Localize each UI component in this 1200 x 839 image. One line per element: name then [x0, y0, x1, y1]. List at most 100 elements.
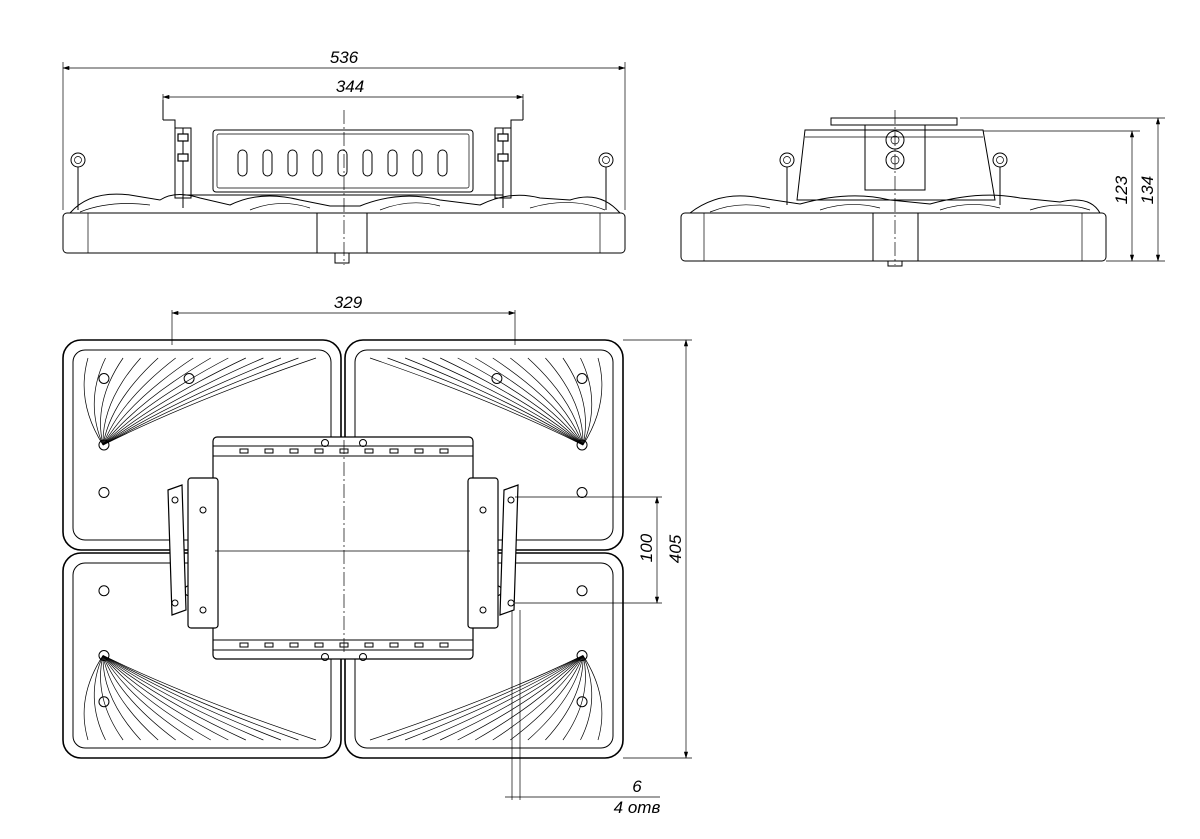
screw-hole — [98, 439, 110, 451]
edge-slot — [289, 642, 299, 648]
fin-line — [527, 655, 584, 741]
fin-line — [369, 655, 584, 741]
edge-slot — [239, 642, 249, 648]
screw-hole — [576, 487, 588, 498]
fin-line — [387, 357, 584, 446]
edge-slot — [239, 448, 249, 454]
fin-line — [457, 357, 584, 446]
driver-vent-slots — [237, 149, 448, 177]
fin-line — [102, 357, 264, 446]
edge-slot — [289, 448, 299, 454]
fin-line — [369, 357, 584, 446]
driver-edge-slots — [239, 448, 449, 648]
screw-hole — [98, 696, 110, 708]
fin-line — [102, 357, 159, 446]
edge-slot — [439, 642, 449, 648]
edge-slot — [264, 448, 274, 454]
screw-hole — [576, 696, 588, 708]
screw-hole — [98, 487, 110, 498]
plan-view: 329 — [62, 293, 692, 817]
fin-line — [527, 357, 584, 446]
edge-slot — [439, 448, 449, 454]
fin-line — [580, 655, 593, 741]
fin-line — [102, 655, 246, 741]
fin-line — [102, 357, 194, 446]
fin-line — [102, 655, 176, 741]
fin-line — [102, 655, 194, 741]
fin-line — [102, 357, 141, 446]
fin-line — [404, 357, 584, 446]
fin-line — [510, 357, 584, 446]
fin-line — [404, 655, 584, 741]
dim-123-label: 123 — [1112, 175, 1131, 204]
fin-line — [545, 655, 584, 741]
fin-line — [387, 655, 584, 741]
fin-line — [422, 357, 584, 446]
screw-hole — [98, 373, 110, 384]
screw-hole — [98, 650, 110, 661]
driver-body — [167, 436, 519, 661]
dim-536-label: 536 — [330, 48, 359, 67]
fin-line — [545, 357, 584, 446]
fin-line — [100, 655, 124, 741]
fin-line — [93, 655, 106, 741]
edge-slot — [264, 642, 274, 648]
fin-line — [102, 357, 229, 446]
dim-405-label: 405 — [666, 534, 685, 563]
fin-line — [102, 357, 211, 446]
fin-line — [580, 357, 593, 446]
fin-line — [510, 655, 584, 741]
edge-slot — [364, 448, 374, 454]
fin-line — [102, 655, 229, 741]
screw-hole — [576, 650, 588, 661]
fin-line — [83, 655, 104, 741]
dim-344-label: 344 — [336, 77, 364, 96]
edge-slot — [339, 642, 349, 648]
fin-line — [100, 357, 124, 446]
fin-line — [562, 655, 586, 741]
heatsink-fins — [83, 357, 603, 741]
edge-slot — [414, 642, 424, 648]
fin-line — [562, 357, 586, 446]
fin-line — [102, 655, 159, 741]
screw-hole — [98, 585, 110, 597]
edge-slot — [339, 448, 349, 454]
fin-line — [440, 357, 584, 446]
fin-line — [475, 655, 584, 741]
hole-diameter-label: 6 — [632, 777, 642, 796]
edge-slot — [314, 642, 324, 648]
fin-line — [102, 357, 299, 446]
fin-line — [83, 357, 104, 446]
fin-line — [102, 655, 264, 741]
fin-line — [102, 357, 176, 446]
fin-line — [102, 357, 246, 446]
fin-line — [492, 357, 584, 446]
screw-hole — [576, 439, 588, 451]
fin-line — [102, 655, 211, 741]
edge-slot — [389, 642, 399, 648]
fin-line — [475, 357, 584, 446]
fin-line — [102, 655, 141, 741]
hole-count-label: 4 отв — [614, 798, 661, 817]
front-view: 536 344 — [62, 48, 626, 265]
dim-134-label: 134 — [1138, 176, 1157, 204]
fin-line — [492, 655, 584, 741]
dim-329-label: 329 — [334, 293, 363, 312]
fin-line — [102, 655, 299, 741]
fin-line — [582, 655, 603, 741]
edge-slot — [414, 448, 424, 454]
fin-line — [102, 357, 282, 446]
dim-100-label: 100 — [637, 533, 656, 562]
fin-line — [102, 655, 317, 741]
screw-hole — [576, 373, 588, 384]
side-view: 123 134 — [680, 110, 1165, 267]
screw-hole — [491, 373, 503, 384]
fin-line — [440, 655, 584, 741]
fin-line — [582, 357, 603, 446]
fin-line — [102, 655, 282, 741]
edge-slot — [389, 448, 399, 454]
fin-line — [102, 357, 317, 446]
screw-hole — [183, 373, 195, 384]
screw-hole — [576, 585, 588, 597]
